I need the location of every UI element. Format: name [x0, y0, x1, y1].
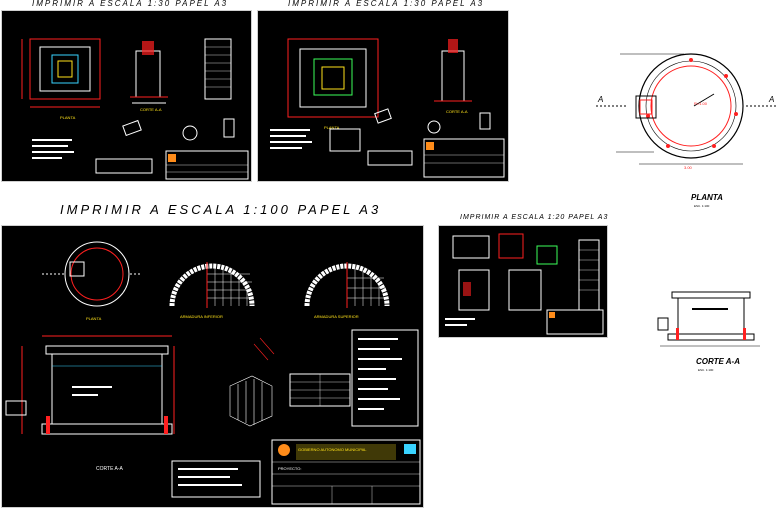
- sheet-title: IMPRIMIR A ESCALA 1:30 PAPEL A3: [288, 0, 485, 8]
- corte-label: CORTE A-A: [140, 107, 162, 112]
- sheet-title: IMPRIMIR A ESCALA 1:30 PAPEL A3: [32, 0, 229, 8]
- planta-circular-drawing: R=1.00 A A 3.00 PLANTA ESC. 1:100: [596, 53, 776, 208]
- sheet-2-drawing: PLANTA CORTE A-A: [270, 38, 505, 178]
- plan-label: PLANTA: [60, 115, 76, 120]
- planta-scale: ESC. 1:100: [694, 204, 710, 208]
- drawing-sheet-3: PLANTA ARMADURA INFERIOR ARMADURA SUPERI…: [1, 225, 424, 508]
- section-mark-right: A: [768, 95, 774, 104]
- drawing-sheet-4: [438, 225, 608, 338]
- title-block-line1: GOBIERNO AUTONOMO MUNICIPAL: [298, 447, 367, 452]
- sheet-4-title: IMPRIMIR A ESCALA 1:20 PAPEL A3: [460, 214, 609, 221]
- corte-aa-drawing: CORTE A-A ESC. 1:100: [657, 291, 760, 372]
- corte-scale: ESC. 1:100: [698, 368, 714, 372]
- planta-label: PLANTA: [691, 193, 723, 202]
- svg-text:R=1.00: R=1.00: [694, 101, 708, 106]
- arm1-label: ARMADURA INFERIOR: [180, 314, 223, 319]
- drawing-sheet-2: IMPRIMIR A ESCALA 1:30 PAPEL A3 PLANTA C…: [257, 0, 509, 182]
- planta-dimension: 3.00: [684, 165, 693, 170]
- corte-label: CORTE A-A: [446, 109, 468, 114]
- title-block-line2: PROYECTO:: [278, 466, 302, 471]
- sheet-3-drawing: PLANTA ARMADURA INFERIOR ARMADURA SUPERI…: [5, 241, 421, 505]
- corte-label: CORTE A-A: [696, 357, 740, 366]
- sheet-4-drawing: [445, 233, 604, 335]
- sheet-3-title: IMPRIMIR A ESCALA 1:100 PAPEL A3: [60, 202, 382, 217]
- plan-label: PLANTA: [324, 125, 340, 130]
- plan-label: PLANTA: [86, 316, 102, 321]
- sheet-1-drawing: PLANTA CORTE A-A: [21, 38, 249, 180]
- section-mark-left: A: [597, 95, 603, 104]
- drawing-sheet-1: IMPRIMIR A ESCALA 1:30 PAPEL A3 PLANTA C…: [1, 0, 252, 182]
- arm2-label: ARMADURA SUPERIOR: [314, 314, 359, 319]
- corte-label: CORTE A-A: [96, 466, 124, 472]
